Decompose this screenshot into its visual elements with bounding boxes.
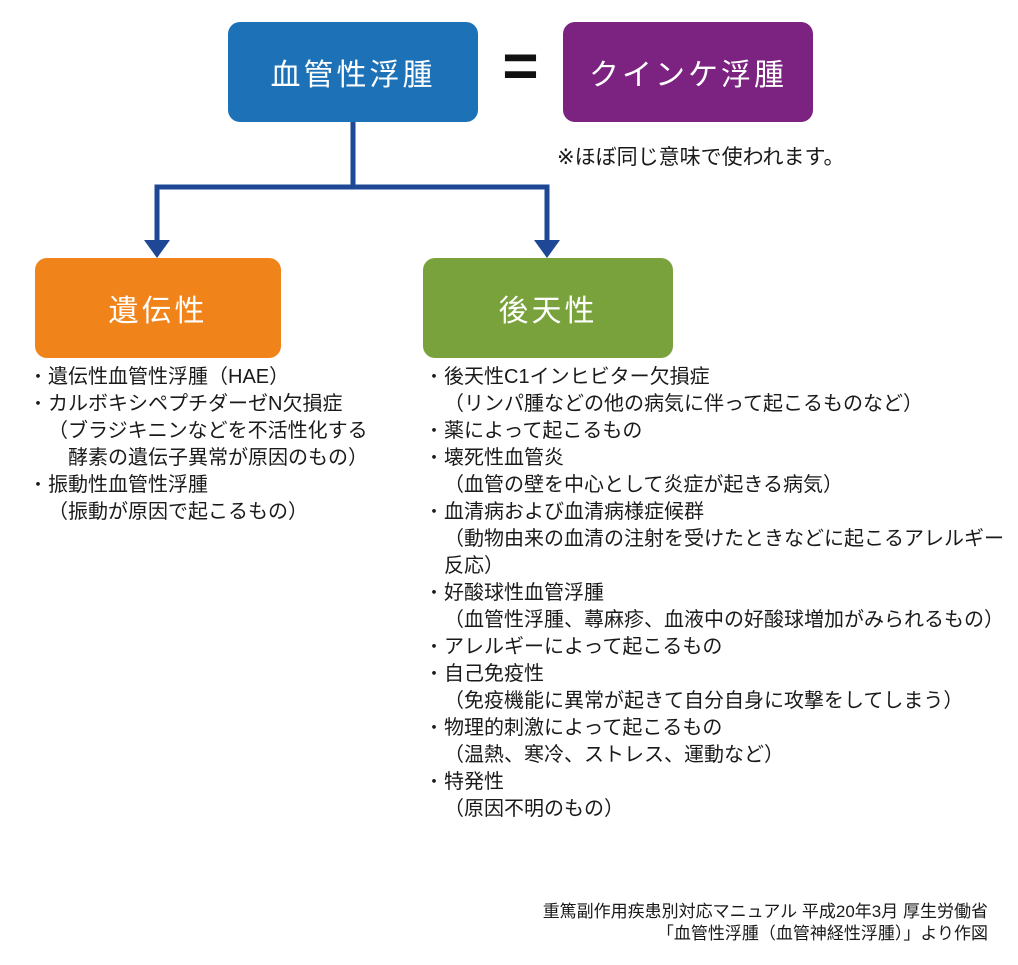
bullet-glyph: ・	[425, 448, 443, 468]
item-main-text: 振動性血管性浮腫	[48, 474, 208, 496]
right-arrowhead-icon	[534, 240, 560, 258]
bullet-glyph: ・	[425, 772, 443, 792]
acquired-item-list: ・後天性C1インヒビター欠損症（リンパ腫などの他の病気に伴って起こるものなど）・…	[424, 364, 1006, 823]
item-sub-text: （原因不明のもの）	[444, 798, 624, 820]
bullet-glyph: ・	[425, 367, 443, 387]
bullet-glyph: ・	[425, 502, 443, 522]
list-item: ・血清病および血清病様症候群 （動物由来の血清の注射を受けたときなどに起こるアレル…	[424, 499, 1006, 580]
list-item: ・薬によって起こるもの	[424, 418, 1006, 445]
acquired-box-label: 後天性	[498, 295, 598, 328]
item-text: カルボキシペプチダーゼN欠損症 （ブラジキニンなどを不活性化する 酵素の遺伝子異常…	[48, 391, 416, 472]
item-text: 自己免疫性 （免疫機能に異常が起きて自分自身に攻撃をしてしまう）	[444, 661, 1006, 715]
item-sub-text: （リンパ腫などの他の病気に伴って起こるものなど）	[444, 393, 923, 415]
hereditary-item-list: ・遺伝性血管性浮腫（HAE）・カルボキシペプチダーゼN欠損症（ブラジキニンなどを…	[28, 364, 416, 526]
synonym-box-quincke: クインケ浮腫	[563, 22, 813, 122]
list-item: ・好酸球性血管浮腫 （血管性浮腫、蕁麻疹、血液中の好酸球増加がみられるもの）	[424, 580, 1006, 634]
list-item: ・特発性 （原因不明のもの）	[424, 769, 1006, 823]
equals-sign: =	[502, 31, 539, 101]
bullet-glyph: ・	[425, 583, 443, 603]
synonym-box-label: クインケ浮腫	[589, 59, 787, 92]
item-main-text: 壊死性血管炎	[444, 447, 564, 469]
root-box-label: 血管性浮腫	[270, 59, 436, 92]
item-main-text: 特発性	[444, 771, 504, 793]
item-text: 後天性C1インヒビター欠損症 （リンパ腫などの他の病気に伴って起こるものなど）	[444, 364, 1006, 418]
item-sub-text: （振動が原因で起こるもの）	[48, 501, 308, 523]
list-item: ・物理的刺激によって起こるもの （温熱、寒冷、ストレス、運動など）	[424, 715, 1006, 769]
source-citation: 重篤副作用疾患別対応マニュアル 平成20年3月 厚生労働省 「血管性浮腫（血管神…	[542, 902, 988, 943]
item-text: 薬によって起こるもの	[444, 418, 1006, 445]
item-text: 血清病および血清病様症候群 （動物由来の血清の注射を受けたときなどに起こるアレルギ…	[444, 499, 1006, 580]
list-item: ・振動性血管性浮腫 （振動が原因で起こるもの）	[28, 472, 416, 526]
branch-box-hereditary: 遺伝性	[35, 258, 281, 358]
item-sub-text: （血管性浮腫、蕁麻疹、血液中の好酸球増加がみられるもの）	[444, 609, 1004, 631]
list-item: ・遺伝性血管性浮腫（HAE）	[28, 364, 416, 391]
bullet-glyph: ・	[29, 475, 47, 495]
list-item: ・アレルギーによって起こるもの	[424, 634, 1006, 661]
list-item: ・カルボキシペプチダーゼN欠損症 （ブラジキニンなどを不活性化する 酵素の遺伝子異…	[28, 391, 416, 472]
item-text: 物理的刺激によって起こるもの （温熱、寒冷、ストレス、運動など）	[444, 715, 1006, 769]
item-sub-text: （ブラジキニンなどを不活性化する 酵素の遺伝子異常が原因のもの）	[48, 420, 368, 469]
bullet-glyph: ・	[29, 394, 47, 414]
item-main-text: カルボキシペプチダーゼN欠損症	[48, 393, 343, 415]
item-sub-text: （動物由来の血清の注射を受けたときなどに起こるアレルギー 反応）	[444, 528, 1004, 577]
item-sub-text: （温熱、寒冷、ストレス、運動など）	[444, 744, 784, 766]
bullet-glyph: ・	[425, 718, 443, 738]
item-text: 遺伝性血管性浮腫（HAE）	[48, 364, 416, 391]
bullet-glyph: ・	[425, 664, 443, 684]
bullet-glyph: ・	[425, 637, 443, 657]
item-text: 好酸球性血管浮腫 （血管性浮腫、蕁麻疹、血液中の好酸球増加がみられるもの）	[444, 580, 1006, 634]
item-main-text: 後天性C1インヒビター欠損症	[444, 366, 710, 388]
list-item: ・後天性C1インヒビター欠損症 （リンパ腫などの他の病気に伴って起こるものなど）	[424, 364, 1006, 418]
bullet-glyph: ・	[29, 367, 47, 387]
branch-box-acquired: 後天性	[423, 258, 673, 358]
item-main-text: 好酸球性血管浮腫	[444, 582, 604, 604]
item-sub-text: （免疫機能に異常が起きて自分自身に攻撃をしてしまう）	[444, 690, 964, 712]
list-item: ・自己免疫性 （免疫機能に異常が起きて自分自身に攻撃をしてしまう）	[424, 661, 1006, 715]
item-text: 振動性血管性浮腫 （振動が原因で起こるもの）	[48, 472, 416, 526]
left-arrowhead-icon	[144, 240, 170, 258]
item-main-text: 自己免疫性	[444, 663, 544, 685]
root-box-angioedema: 血管性浮腫	[228, 22, 478, 122]
item-main-text: 薬によって起こるもの	[444, 420, 643, 442]
item-text: 特発性 （原因不明のもの）	[444, 769, 1006, 823]
item-sub-text: （血管の壁を中心として炎症が起きる病気）	[444, 474, 843, 496]
list-item: ・壊死性血管炎 （血管の壁を中心として炎症が起きる病気）	[424, 445, 1006, 499]
item-text: 壊死性血管炎 （血管の壁を中心として炎症が起きる病気）	[444, 445, 1006, 499]
item-text: アレルギーによって起こるもの	[444, 634, 1006, 661]
hereditary-box-label: 遺伝性	[108, 295, 208, 328]
item-main-text: 血清病および血清病様症候群	[444, 501, 704, 523]
item-main-text: 物理的刺激によって起こるもの	[444, 717, 723, 739]
bullet-glyph: ・	[425, 421, 443, 441]
synonym-note: ※ほぼ同じ意味で使われます。	[557, 146, 845, 169]
item-main-text: アレルギーによって起こるもの	[444, 636, 723, 658]
item-main-text: 遺伝性血管性浮腫（HAE）	[48, 366, 290, 388]
